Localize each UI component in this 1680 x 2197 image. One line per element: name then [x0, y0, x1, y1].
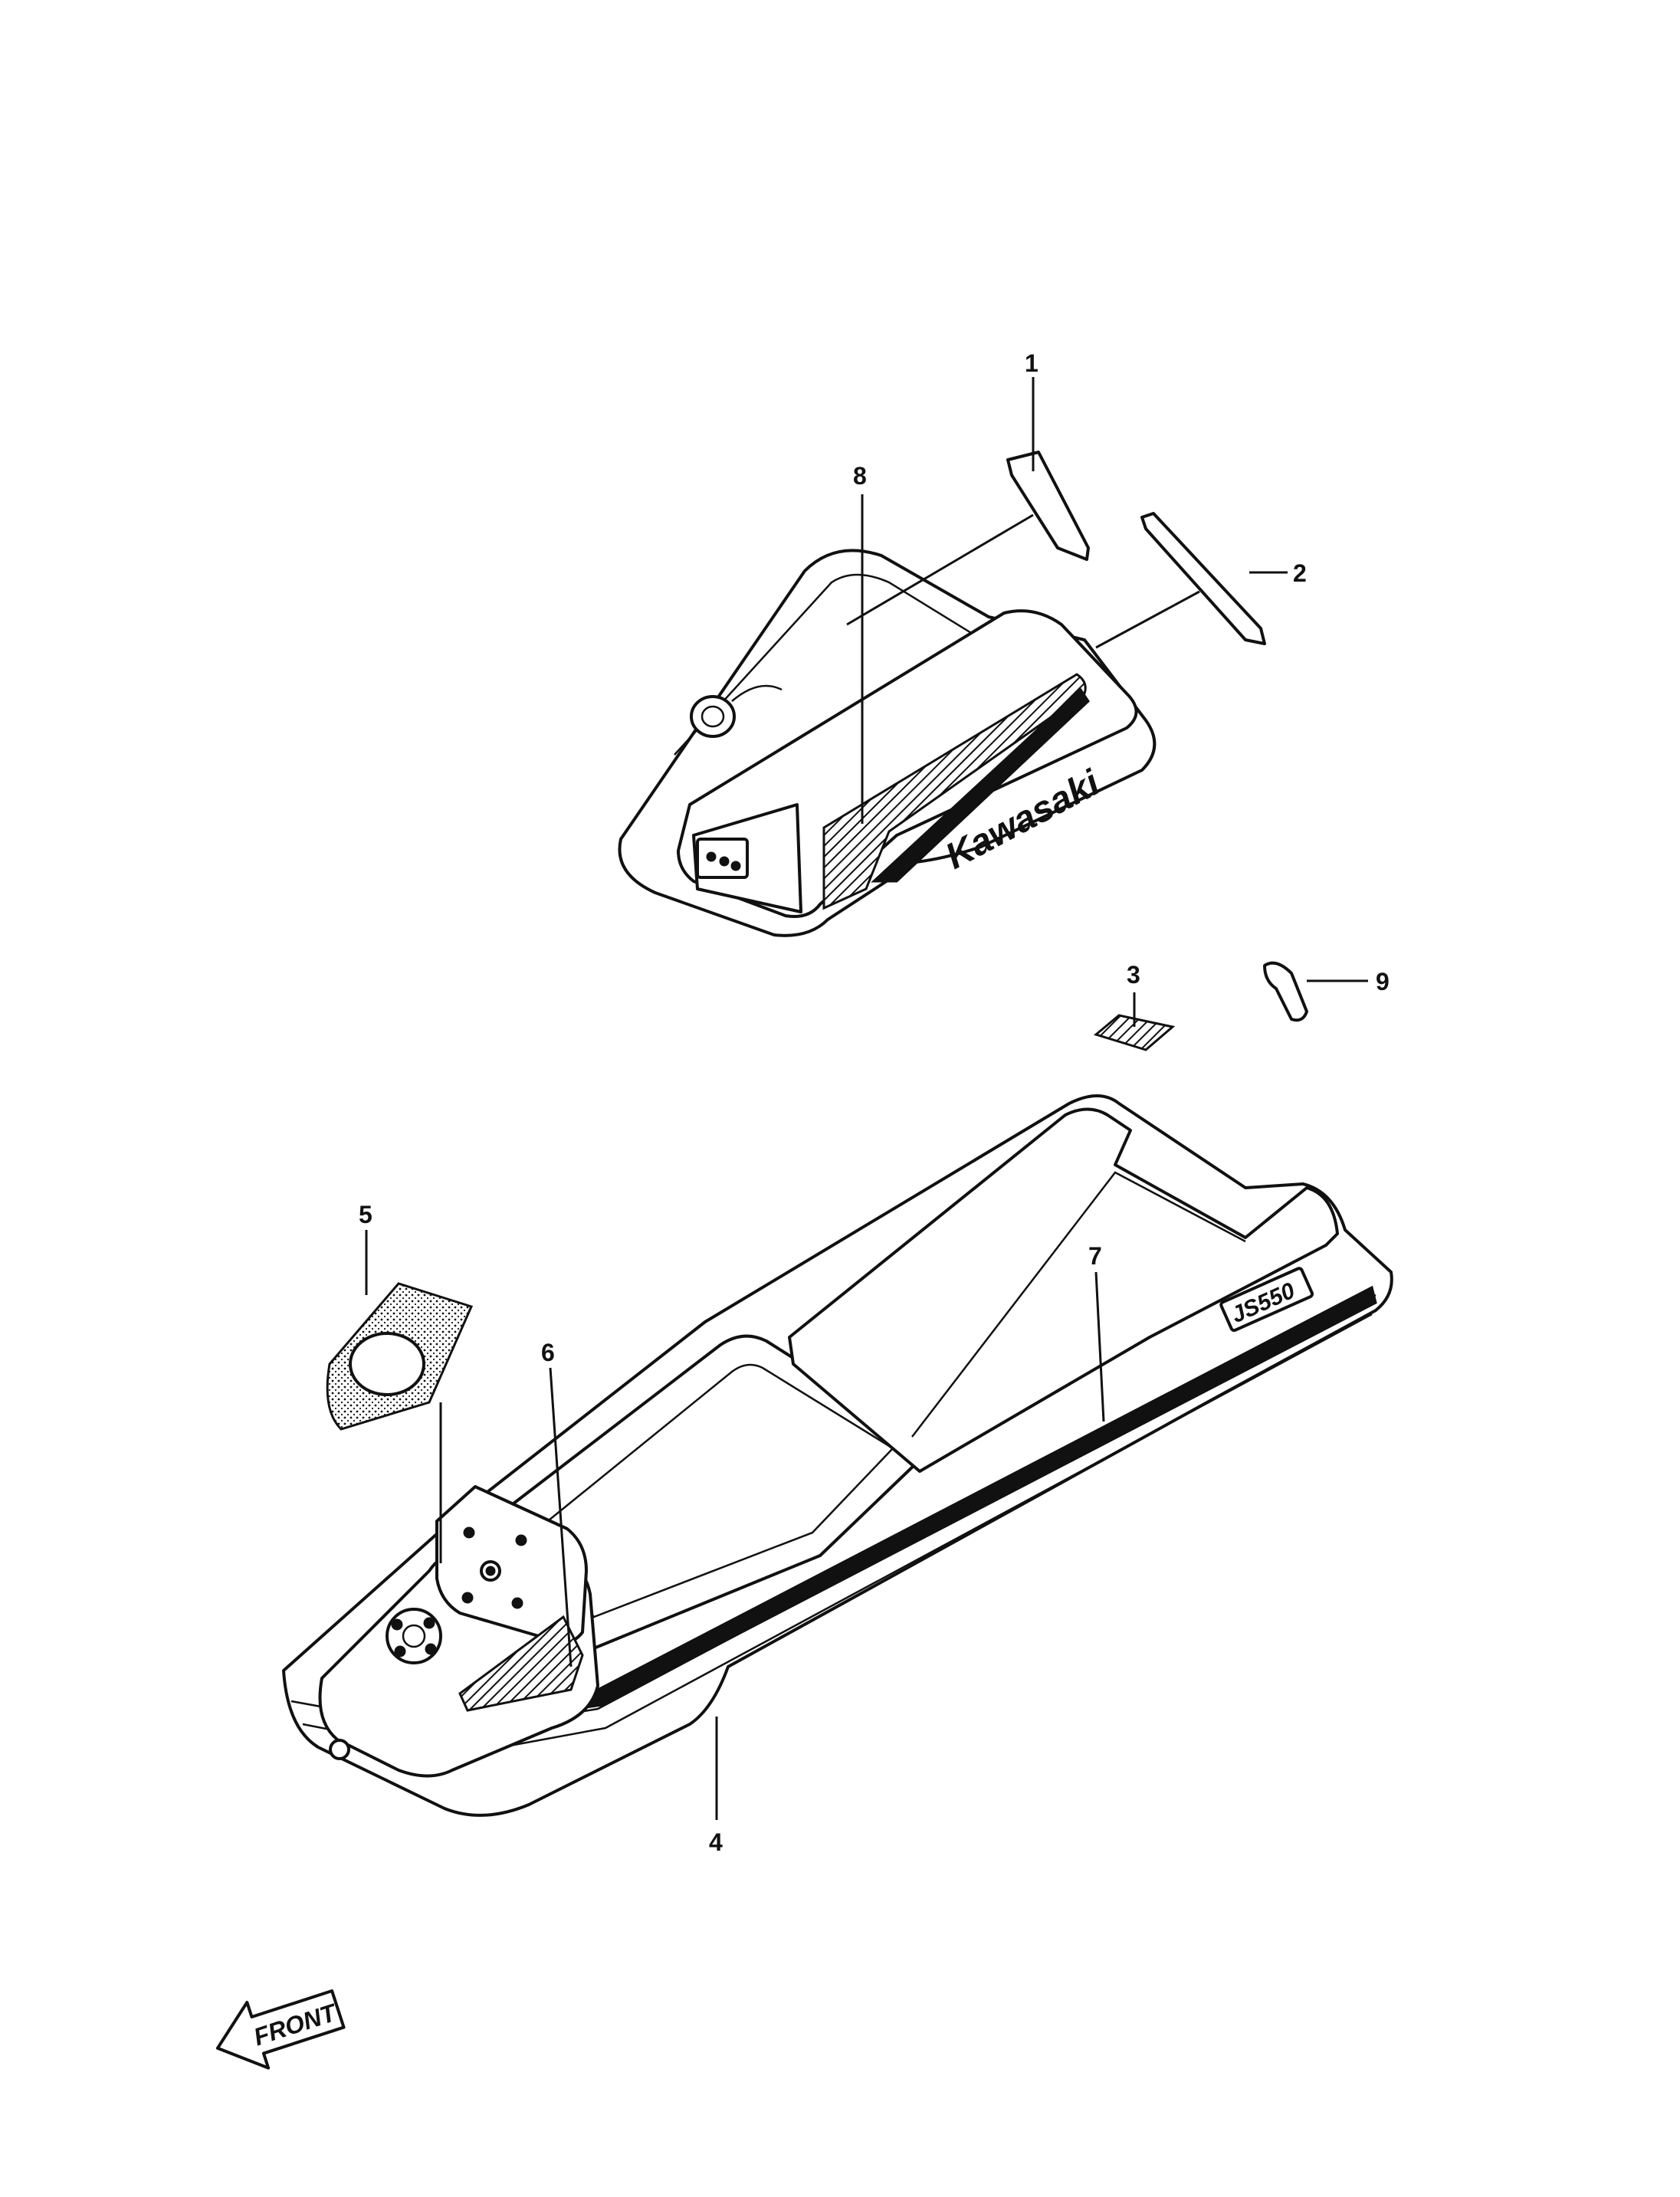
callout-9: 9	[1376, 968, 1390, 995]
decal-3	[1093, 1014, 1176, 1051]
bow-eye-icon	[329, 1739, 350, 1760]
decal-2	[1140, 512, 1266, 645]
connector-pin-icon	[730, 861, 741, 871]
callout-5: 5	[359, 1201, 372, 1228]
callout-2: 2	[1293, 559, 1307, 587]
callout-6: 6	[541, 1339, 555, 1366]
leader-lines	[365, 377, 1368, 1820]
decal-5	[326, 1282, 474, 1431]
side-stripe-decal	[822, 673, 1087, 910]
front-stripe-decal	[458, 1615, 584, 1712]
callout-3: 3	[1127, 961, 1140, 989]
callout-7: 7	[1088, 1242, 1102, 1270]
steering-mount-icon	[386, 1608, 442, 1664]
connector-pin-icon	[706, 851, 717, 862]
filler-cap-icon	[690, 695, 736, 738]
hull: JS550	[282, 1094, 1393, 1817]
callout-1: 1	[1025, 349, 1039, 377]
connector-pin-icon	[719, 856, 730, 867]
decal-9	[1263, 961, 1308, 1022]
front-arrow: FRONT	[215, 1989, 346, 2070]
callout-8: 8	[853, 462, 867, 490]
engine-cover: Kawasaki	[618, 549, 1157, 937]
decal-1	[1006, 451, 1090, 561]
callout-4: 4	[709, 1828, 723, 1856]
